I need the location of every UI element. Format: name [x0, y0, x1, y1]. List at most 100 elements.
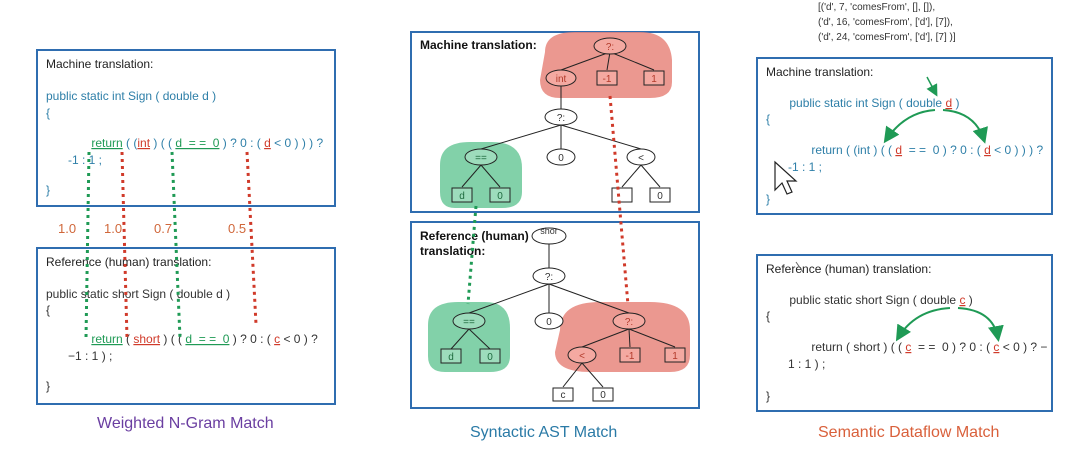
ngram-weight-2: 1.0 — [104, 221, 122, 236]
dataflow-reference-var-use2: c — [993, 340, 999, 354]
svg-text:==: == — [475, 153, 487, 164]
svg-text:?:: ?: — [557, 113, 565, 124]
ast-reference-node-neg1: -1 — [619, 347, 641, 363]
ngram-reference-label: Reference (human) translation: — [46, 255, 211, 269]
ngram-link-eq — [170, 151, 182, 339]
dataflow-machine-var-decl: d — [945, 96, 952, 110]
dataflow-machine-line1: public static int Sign ( double d ) — [766, 96, 976, 110]
svg-text:-1: -1 — [603, 74, 612, 85]
ngram-reference-lt: c — [274, 332, 280, 346]
ast-title: Syntactic AST Match — [470, 424, 617, 441]
dataflow-machine-var-use2: d — [984, 143, 991, 157]
ast-reference-node-c: c — [552, 387, 574, 402]
dataflow-machine-arrow-right — [942, 109, 988, 144]
svg-text:?:: ?: — [606, 42, 614, 53]
dataflow-reference-label: Reference (human) translation: — [766, 262, 931, 276]
dataflow-machine-open: { — [766, 112, 770, 126]
ast-link-green — [466, 205, 478, 305]
dataflow-panel: [('d', 7, 'comesFrom', [], []), ('d', 16… — [756, 2, 1064, 441]
dataflow-reference-line1: public static short Sign ( double c ) — [766, 293, 989, 307]
svg-text:==: == — [463, 317, 475, 328]
ngram-reference-eq: d = = 0 — [185, 332, 229, 346]
ast-reference-node-zero3: 0 — [592, 387, 614, 402]
ast-reference-node-one: 1 — [664, 347, 686, 363]
dataflow-list-line3: ('d', 24, 'comesFrom', ['d'], [7] )] — [818, 32, 956, 43]
dataflow-machine-line3: -1 : 1 ; — [788, 160, 822, 174]
ngram-reference-return: return — [91, 332, 122, 346]
ngram-link-lt — [245, 151, 258, 325]
dataflow-list-line1: [('d', 7, 'comesFrom', [], []), — [818, 2, 935, 13]
ngram-machine-lt: d — [264, 136, 271, 150]
ast-reference-node-tern2: ?: — [612, 312, 646, 330]
svg-text:1: 1 — [672, 351, 678, 362]
dataflow-reference-close: } — [766, 389, 770, 403]
ngram-machine-eq: d = = 0 — [175, 136, 219, 150]
ngram-reference-line1: public static short Sign ( double d ) — [46, 287, 230, 301]
dataflow-machine-label: Machine translation: — [766, 65, 873, 79]
dataflow-reference-arrow-right — [957, 307, 1004, 342]
svg-text:<: < — [579, 351, 585, 362]
ngram-reference-line2: return ( short ) ( ( d = = 0 ) ? 0 : ( c… — [68, 332, 334, 346]
svg-text:-1: -1 — [626, 351, 635, 362]
dataflow-list-line2: ('d', 16, 'comesFrom', ['d'], [7]), — [818, 17, 953, 28]
ast-reference-node-d: d — [440, 348, 462, 364]
ngram-panel: Machine translation: public static int S… — [36, 49, 340, 432]
ast-machine-node-int: int — [545, 69, 577, 87]
svg-text:0: 0 — [558, 153, 564, 164]
dataflow-title: Semantic Dataflow Match — [818, 424, 999, 441]
svg-text:d: d — [459, 191, 465, 202]
ngram-weight-4: 0.5 — [228, 221, 246, 236]
ast-machine-node-eqeq: == — [464, 148, 498, 166]
svg-text:0: 0 — [487, 352, 493, 363]
ngram-weight-3: 0.7 — [154, 221, 172, 236]
ngram-title: Weighted N-Gram Match — [97, 415, 274, 432]
ast-machine-node-d: d — [451, 187, 473, 203]
ast-machine-edges — [461, 51, 661, 188]
dataflow-machine-pointer — [926, 76, 938, 97]
svg-text:d: d — [448, 352, 454, 363]
ast-machine-node-tern: ?: — [544, 108, 578, 126]
dataflow-machine-arrow-left — [883, 109, 936, 144]
svg-text:0: 0 — [546, 317, 552, 328]
ngram-weight-1: 1.0 — [58, 221, 76, 236]
ast-machine-node-one: 1 — [643, 70, 665, 86]
ngram-machine-int: int — [137, 136, 150, 150]
svg-text:?:: ?: — [545, 272, 553, 283]
dataflow-machine-var-use1: d — [895, 143, 902, 157]
dataflow-machine-box — [756, 57, 1053, 215]
ast-machine-node-zero2: 0 — [489, 187, 511, 203]
ngram-reference-box — [36, 247, 336, 405]
svg-text:c: c — [561, 390, 566, 401]
dataflow-reference-open: { — [766, 309, 770, 323]
ast-machine-node-neg1: -1 — [596, 70, 618, 86]
dataflow-reference-line2: return ( short ) ( ( c = = 0 ) ? 0 : ( c… — [788, 340, 1064, 354]
dataflow-reference-pointer — [795, 261, 804, 273]
ast-machine-node-root: ?: — [593, 37, 627, 55]
dataflow-machine-close: } — [766, 192, 770, 206]
svg-text:int: int — [556, 74, 567, 85]
svg-text:shor: shor — [540, 226, 558, 236]
dataflow-reference-var-use1: c — [905, 340, 911, 354]
dataflow-reference-line3: 1 : 1 ) ; — [788, 357, 825, 371]
ast-panel: Machine translation: ?: int — [410, 31, 700, 441]
ast-machine-node-lt: < — [626, 148, 656, 166]
ast-reference-node-zero: 0 — [534, 312, 564, 330]
ngram-machine-box — [36, 49, 336, 207]
ngram-machine-open: { — [46, 106, 50, 120]
ast-machine-node-zero: 0 — [546, 148, 576, 166]
ngram-reference-close: } — [46, 379, 50, 393]
ngram-machine-close: } — [46, 183, 50, 197]
ngram-link-int — [120, 151, 129, 339]
ngram-machine-label: Machine translation: — [46, 57, 153, 71]
ast-machine-node-lt-left — [611, 187, 633, 203]
ngram-machine-line2: return ( (int ) ( ( d = = 0 ) ? 0 : ( d … — [68, 136, 340, 150]
ast-machine-label: Machine translation: — [420, 38, 537, 52]
svg-text:0: 0 — [600, 390, 606, 401]
ast-reference-node-tern: ?: — [532, 267, 566, 285]
ngram-reference-line3: −1 : 1 ) ; — [68, 349, 112, 363]
dataflow-reference-box — [756, 254, 1053, 412]
ngram-reference-short: short — [133, 332, 160, 346]
ast-reference-node-zero2: 0 — [479, 348, 501, 364]
ngram-link-return — [84, 151, 91, 339]
